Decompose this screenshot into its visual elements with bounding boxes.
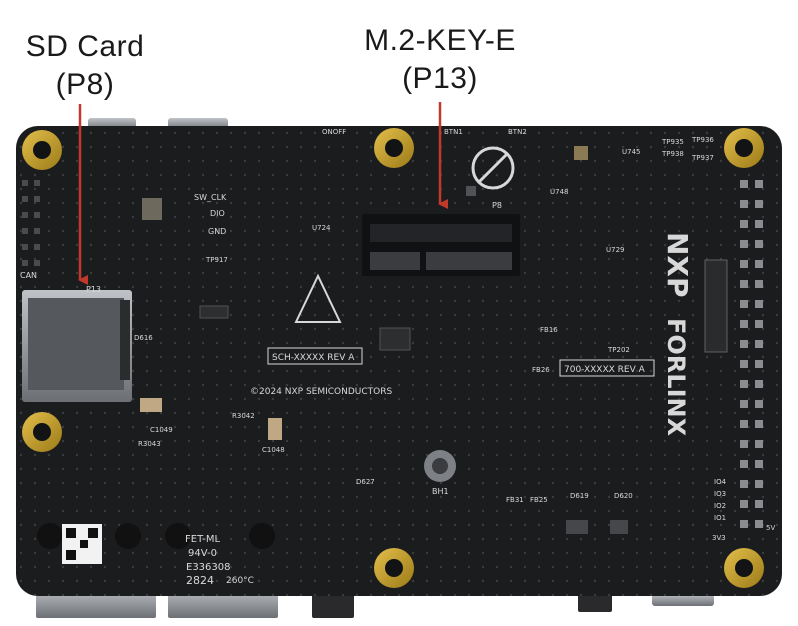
sd-card-callout: SD Card (P8) <box>10 28 160 104</box>
silk-fb16: FB16 <box>540 326 558 334</box>
left-pin-header <box>22 180 40 266</box>
silk-lot: E336308 <box>186 562 231 573</box>
lead-free-symbol <box>471 146 515 190</box>
silk-fet: FET-ML <box>185 534 220 545</box>
esd-warning-symbol <box>294 273 342 323</box>
silk-btn1: BTN1 <box>444 128 463 136</box>
silk-gnd: GND <box>208 227 226 236</box>
brand-nxp-logo: NXP <box>661 232 694 298</box>
silk-3v3: 3V3 <box>712 534 726 542</box>
sd-card-callout-line2: (P8) <box>55 68 115 101</box>
silk-copyright: ©2024 NXP SEMICONDUCTORS <box>250 387 393 397</box>
silk-io3: IO3 <box>714 490 726 498</box>
rev-box <box>559 359 655 377</box>
silk-u729: U729 <box>606 246 624 254</box>
silk-tp937: TP937 <box>691 154 714 162</box>
silk-tp938: TP938 <box>661 150 684 158</box>
silk-temp: 260°C <box>226 576 254 586</box>
silk-fb31: FB31 <box>506 496 524 504</box>
silk-r3043: R3043 <box>138 440 161 448</box>
silk-c1048: C1048 <box>262 446 285 454</box>
silk-io2: IO2 <box>714 502 726 510</box>
silk-can: CAN <box>20 271 37 280</box>
silk-fb26: FB26 <box>532 366 550 374</box>
silk-r3042: R3042 <box>232 412 255 420</box>
silk-rev: 700-XXXXX REV A <box>564 365 646 375</box>
silk-u724: U724 <box>312 224 331 232</box>
sch-box <box>267 347 363 365</box>
silk-5v: 5V <box>766 524 775 532</box>
mounting-holes <box>22 128 764 588</box>
silk-u745: U745 <box>622 148 640 156</box>
silk-tp935: TP935 <box>661 138 684 146</box>
silk-p13: P13 <box>86 285 101 294</box>
silk-sch: SCH-XXXXX REV A <box>272 353 355 363</box>
sd-card-slot <box>22 290 132 402</box>
m2-callout-line2: (P13) <box>402 62 478 95</box>
bottom-connector-3 <box>312 592 354 618</box>
brand-forlinx-logo: FORLINX <box>662 318 690 437</box>
silk-onoff: ONOFF <box>322 128 346 136</box>
sd-card-callout-line1: SD Card <box>25 30 145 63</box>
silk-rating: 94V-0 <box>188 548 217 559</box>
gpio-header <box>740 180 763 528</box>
m2-key-e-slot <box>362 214 520 276</box>
silk-btn2: BTN2 <box>508 128 527 136</box>
silk-tp917: TP917 <box>205 256 228 264</box>
silk-u748: U748 <box>550 188 568 196</box>
silk-d620: D620 <box>614 492 633 500</box>
silk-fb25: FB25 <box>530 496 548 504</box>
silk-date: 2824 <box>186 574 214 587</box>
m2-key-e-callout: M.2-KEY-E (P13) <box>355 22 525 98</box>
bottom-left-through-holes <box>37 523 275 564</box>
m2-callout-line1: M.2-KEY-E <box>364 24 516 57</box>
silk-d616: D616 <box>134 334 153 342</box>
silk-d627: D627 <box>356 478 375 486</box>
silk-d619: D619 <box>570 492 589 500</box>
silk-dio: DIO <box>210 209 225 218</box>
silk-tp202: TP202 <box>607 346 630 354</box>
silk-bh1: BH1 <box>432 487 449 496</box>
silk-io1: IO1 <box>714 514 726 522</box>
silk-tp936: TP936 <box>691 136 714 144</box>
usb-connector-bottom <box>652 594 714 606</box>
silk-io4: IO4 <box>714 478 727 486</box>
silk-swclk: SW_CLK <box>194 193 227 202</box>
silk-c1049: C1049 <box>150 426 173 434</box>
bottom-connector-4 <box>578 592 612 612</box>
silk-p8: P8 <box>492 201 502 210</box>
component-cluster <box>140 146 728 534</box>
